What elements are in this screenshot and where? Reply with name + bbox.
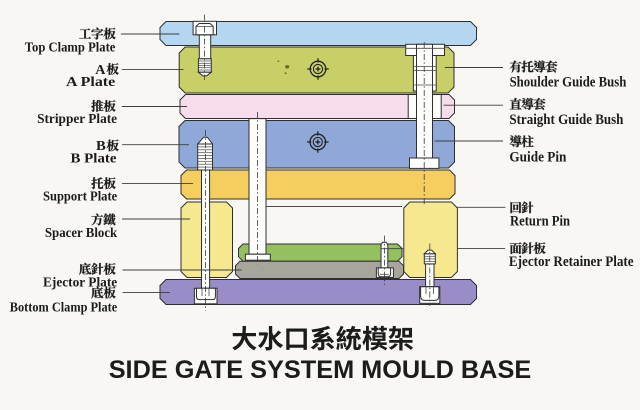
svg-text:Guide Pin: Guide Pin xyxy=(509,149,566,165)
svg-text:Return Pin: Return Pin xyxy=(510,214,570,230)
svg-text:Straight Guide Bush: Straight Guide Bush xyxy=(509,112,623,128)
svg-text:Top Clamp Plate: Top Clamp Plate xyxy=(25,40,116,55)
svg-text:Bottom Clamp Plate: Bottom Clamp Plate xyxy=(10,300,117,315)
svg-text:B: B xyxy=(96,139,106,154)
svg-text:Stripper Plate: Stripper Plate xyxy=(37,111,117,126)
svg-text:B Plate: B Plate xyxy=(71,150,117,165)
svg-text:A Plate: A Plate xyxy=(66,74,115,89)
svg-text:A: A xyxy=(95,63,106,78)
svg-text:Ejector Plate: Ejector Plate xyxy=(43,274,117,289)
svg-text:Ejector Retainer Plate: Ejector Retainer Plate xyxy=(509,254,634,270)
svg-text:Shoulder Guide Bush: Shoulder Guide Bush xyxy=(510,75,627,91)
svg-text:SIDE GATE SYSTEM MOULD BASE: SIDE GATE SYSTEM MOULD BASE xyxy=(109,356,532,384)
svg-text:Support Plate: Support Plate xyxy=(43,189,117,204)
svg-text:Spacer Block: Spacer Block xyxy=(45,225,118,240)
